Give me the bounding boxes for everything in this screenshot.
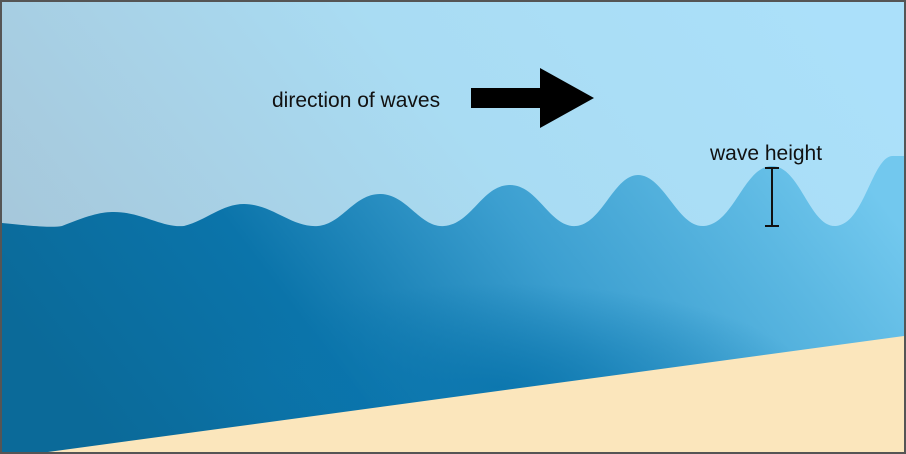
height-marker-icon	[765, 167, 779, 227]
direction-of-waves-label: direction of waves	[272, 89, 441, 112]
sand-beach	[48, 336, 904, 452]
arrow-right-icon	[471, 68, 594, 128]
wave-height-label: wave height	[710, 142, 823, 165]
